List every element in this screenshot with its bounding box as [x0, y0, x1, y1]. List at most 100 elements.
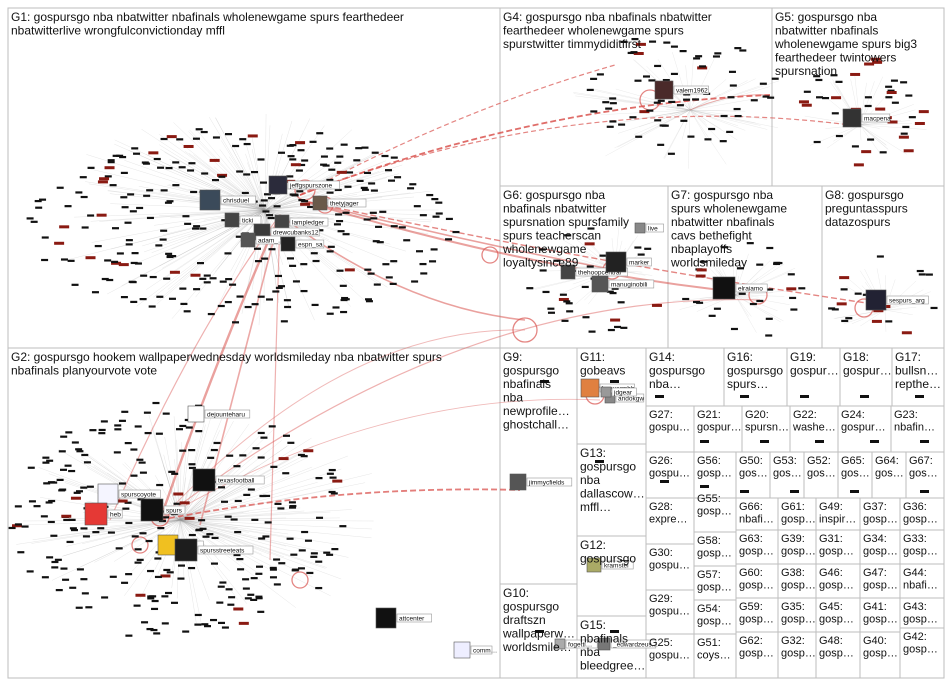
- vertex-dot: [169, 270, 180, 274]
- svg-text:ticki: ticki: [242, 217, 253, 224]
- vertex-dot: [260, 181, 268, 184]
- group-label-g39: G39:gosp…: [781, 533, 816, 558]
- vertex-dot: [151, 599, 159, 603]
- vertex-dot: [734, 47, 742, 50]
- vertex-dot: [193, 225, 201, 228]
- vertex-dot: [139, 471, 147, 474]
- vertex-dot: [244, 305, 252, 309]
- vertex-dot: [930, 306, 938, 310]
- vertex-dot: [209, 277, 217, 280]
- vertex-dot: [244, 597, 252, 600]
- group-box-g60: [735, 563, 779, 599]
- group-box-g4: [499, 7, 773, 187]
- vertex-dot: [379, 210, 387, 213]
- vertex-dot: [288, 501, 296, 504]
- avatar-kramstel: [586, 557, 602, 573]
- vertex-dot: [653, 101, 661, 104]
- vertex-dot: [199, 277, 207, 280]
- vertex-dot: [355, 147, 363, 150]
- vertex-dot: [291, 569, 299, 572]
- vertex-dot: [296, 190, 304, 193]
- vertex-dot: [655, 395, 664, 398]
- group-label-g18: G18:gospur…: [843, 350, 892, 378]
- vertex-dot: [180, 302, 188, 306]
- vertex-dot: [903, 149, 914, 153]
- vertex-dot: [920, 490, 929, 493]
- vertex-dot: [773, 262, 781, 266]
- vertex-dot: [766, 246, 774, 250]
- vertex-dot: [196, 528, 204, 531]
- svg-text:manuginobili: manuginobili: [611, 281, 648, 288]
- vertex-dot: [239, 454, 247, 457]
- vertex-dot: [538, 248, 546, 251]
- group-label-g56: G56:gosp…: [697, 455, 732, 480]
- vertex-dot: [327, 245, 335, 248]
- vertex-dot: [233, 465, 241, 468]
- vertex-dot: [143, 194, 151, 197]
- vertex-dot: [708, 314, 716, 317]
- vertex-dot: [687, 135, 695, 138]
- vertex-dot: [166, 200, 174, 203]
- vertex-dot: [217, 621, 225, 625]
- vertex-dot: [714, 52, 722, 55]
- group-label-g31: G31:gosp…: [819, 533, 854, 558]
- vertex-dot: [332, 479, 343, 483]
- group-box-g9: [499, 347, 578, 585]
- svg-text:spursstreeteats: spursstreeteats: [200, 547, 245, 554]
- vertex-dot: [559, 293, 567, 296]
- vertex-label-comm: comm…: [470, 645, 497, 655]
- vertex-dot: [226, 454, 234, 457]
- vertex-label-edwardzeus: _edwardzeus…: [610, 639, 658, 649]
- group-label-g30: G30:gospu…: [649, 547, 690, 572]
- vertex-dot: [339, 525, 347, 528]
- vertex-dot: [39, 198, 47, 201]
- vertex-dot: [201, 172, 209, 175]
- vertex-dot: [136, 206, 144, 210]
- vertex-dot: [287, 257, 295, 260]
- vertex-dot: [160, 189, 168, 192]
- vertex-dot: [124, 501, 132, 504]
- vertex-dot: [148, 151, 159, 155]
- vertex-dot: [41, 236, 49, 239]
- vertex-dot: [241, 191, 249, 195]
- vertex-dot: [54, 241, 65, 245]
- vertex-dot: [683, 93, 691, 96]
- vertex-dot: [905, 94, 913, 97]
- vertex-dot: [64, 464, 72, 467]
- group-label-g26: G26:gospu…: [649, 455, 690, 480]
- group-label-g59: G59:gosp…: [739, 601, 774, 626]
- vertex-dot: [368, 182, 376, 185]
- vertex-dot: [340, 310, 348, 314]
- group-label-g58: G58:gosp…: [697, 535, 732, 560]
- vertex-dot: [670, 72, 678, 76]
- vertex-dot: [700, 440, 709, 443]
- vertex-dot: [106, 278, 114, 282]
- vertex-dot: [149, 595, 157, 598]
- vertex-dot: [255, 595, 263, 598]
- vertex-dot: [407, 187, 415, 190]
- vertex-dot: [98, 428, 106, 432]
- vertex-dot: [47, 520, 55, 524]
- vertex-label-jimmycfields: jimmycfields: [526, 477, 573, 487]
- vertex-dot: [740, 490, 749, 493]
- vertex-dot: [179, 449, 187, 452]
- vertex-dot: [75, 448, 83, 451]
- vertex-dot: [651, 303, 662, 307]
- vertex-dot: [915, 395, 924, 398]
- vertex-dot: [750, 99, 758, 102]
- vertex-dot: [670, 45, 678, 48]
- vertex-dot: [216, 601, 224, 604]
- vertex-label-macpena: macpena: [861, 113, 891, 122]
- vertex-dot: [840, 288, 848, 291]
- vertex-dot: [403, 239, 411, 242]
- vertex-dot: [87, 166, 95, 169]
- group-label-g44: G44:nbafi…: [903, 567, 938, 592]
- vertex-dot: [233, 607, 244, 611]
- vertex-dot: [111, 227, 119, 230]
- svg-text:espn_sa: espn_sa: [298, 241, 323, 248]
- vertex-dot: [247, 488, 255, 491]
- vertex-dot: [212, 136, 220, 139]
